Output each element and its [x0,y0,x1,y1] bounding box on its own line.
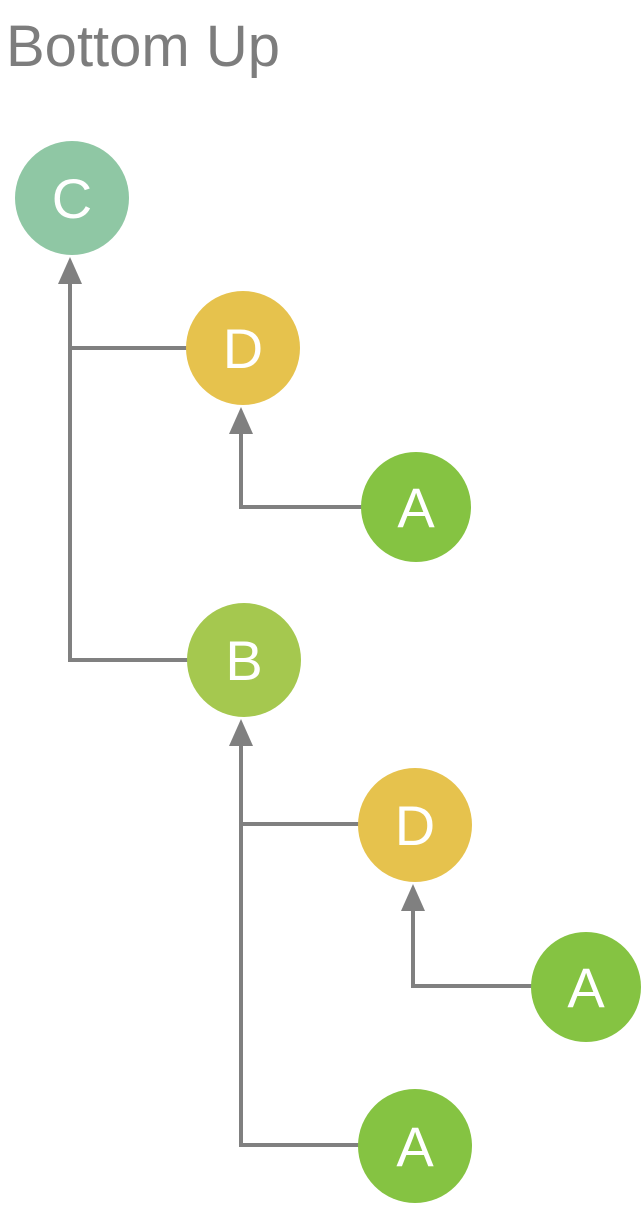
node-a3: A [358,1089,472,1203]
node-d2: D [358,768,472,882]
connector-d2-a3-to-b [229,719,360,1147]
arrowhead-up-icon [401,884,425,911]
node-circle-c [15,141,129,255]
node-c: C [15,141,129,255]
node-circle-b [187,603,301,717]
node-label-d2: D [395,794,435,857]
connector-d1-b-to-c [58,257,189,662]
node-circle-a2 [531,932,641,1042]
node-circle-a3 [358,1089,472,1203]
arrowhead-up-icon [58,257,82,284]
node-a1: A [361,452,471,562]
node-circle-d2 [358,768,472,882]
node-a2: A [531,932,641,1042]
arrowhead-up-icon [229,719,253,746]
node-circle-d1 [186,291,300,405]
connector-a2-to-d2 [401,884,535,988]
node-label-a1: A [397,476,435,539]
arrowhead-up-icon [229,407,253,434]
node-label-a2: A [567,956,605,1019]
node-label-a3: A [396,1115,434,1178]
node-circle-a1 [361,452,471,562]
node-b: B [187,603,301,717]
node-label-d1: D [223,317,263,380]
node-label-c: C [52,167,92,230]
node-label-b: B [225,629,262,692]
node-d1: D [186,291,300,405]
connector-a1-to-d1 [229,407,363,509]
page-title: Bottom Up [6,14,280,79]
